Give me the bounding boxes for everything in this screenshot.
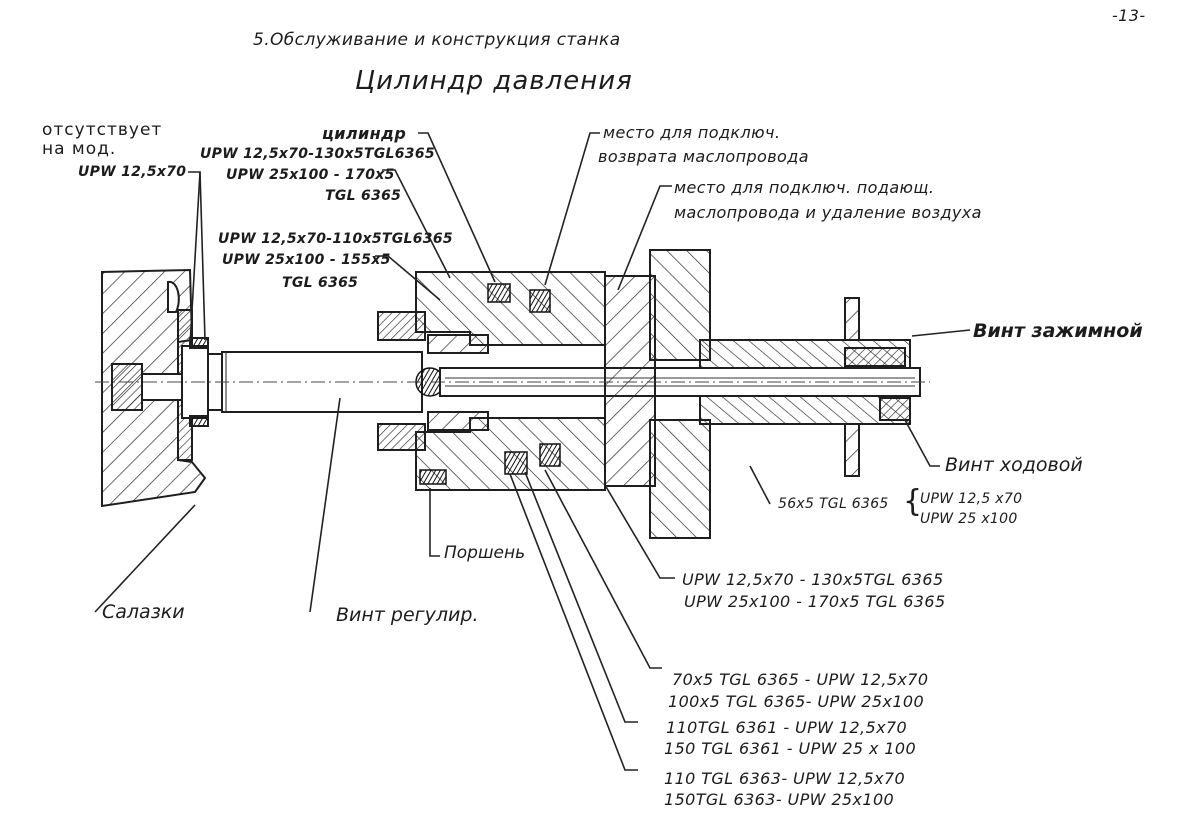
drawing-title: Цилиндр давления <box>355 66 633 96</box>
seal-table-row: 110 TGL 6363- UPW 12,5x70 <box>664 769 906 788</box>
end-nut <box>111 363 183 411</box>
rear-flange <box>604 249 711 539</box>
section-title: 5.Обслуживание и конструкция станка <box>253 30 621 50</box>
leader-lines <box>94 132 971 771</box>
screw-housing <box>699 339 911 425</box>
clamping-screw-label: Винт зажимной <box>973 320 1143 342</box>
handwheel-flange <box>844 297 860 477</box>
slide-label: Салазки <box>102 601 185 623</box>
piston-label: Поршень <box>444 543 526 563</box>
seal-table-row: 150TGL 6363- UPW 25x100 <box>664 790 895 809</box>
brace: { <box>903 484 923 519</box>
cylinder-label: цилиндр <box>322 124 407 143</box>
seal-rings <box>415 283 561 485</box>
adjusting-screw-label: Винт регулир. <box>336 604 479 626</box>
cylinder-body <box>377 271 606 491</box>
lead-screw-label: Винт ходовой <box>945 454 1083 476</box>
seal-table-row: 70x5 TGL 6365 - UPW 12,5x70 <box>672 670 929 689</box>
seal-table-row: 110TGL 6361 - UPW 12,5x70 <box>666 718 908 737</box>
page-number: -13- <box>1112 6 1146 25</box>
seal-table-row: 100x5 TGL 6365- UPW 25x100 <box>668 692 925 711</box>
seal-table-row: 150 TGL 6361 - UPW 25 x 100 <box>664 739 917 758</box>
